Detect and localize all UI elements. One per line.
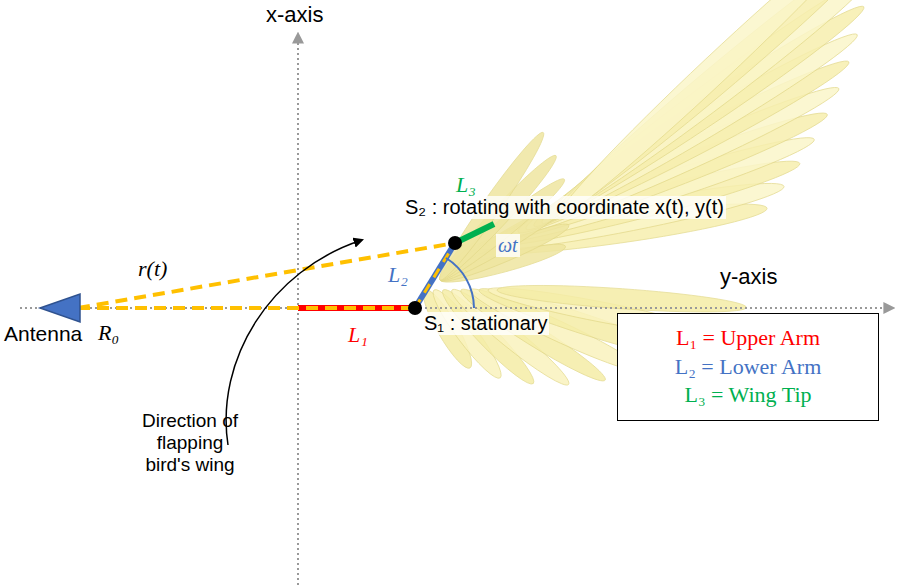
range-line: [415, 243, 455, 308]
diagram-label: Direction of flapping bird's wing: [134, 410, 246, 476]
direction-arrow: [226, 240, 362, 445]
legend-entry: L₁ = Upper Arm: [618, 324, 878, 353]
antenna-symbol: [40, 294, 80, 322]
diagram-label: y-axis: [720, 264, 777, 289]
lower-arm: [415, 243, 455, 308]
joint-dot: [408, 301, 422, 315]
diagram-label: Antenna: [4, 322, 82, 346]
diagram-label: L₂: [388, 262, 408, 287]
diagram-label: r(t): [138, 256, 167, 281]
diagram-label: x-axis: [266, 2, 323, 27]
diagram-label: ωt: [496, 234, 520, 257]
diagram-label: L₃: [456, 172, 476, 197]
range-line: [78, 306, 415, 310]
diagram-label: S₂ : rotating with coordinate x(t), y(t): [403, 196, 726, 219]
feather: [548, 0, 882, 227]
diagram-label: R₀: [98, 320, 119, 345]
diagram-label: S₁ : stationary: [422, 312, 549, 335]
legend-entry: L₂ = Lower Arm: [618, 353, 878, 382]
legend-box: L₁ = Upper ArmL₂ = Lower ArmL₃ = Wing Ti…: [617, 313, 879, 421]
joint-dot: [448, 236, 462, 250]
angle-arc: [446, 258, 474, 308]
y-axis-line: [20, 307, 893, 309]
diagram-label: L₁: [348, 322, 368, 347]
legend-entry: L₃ = Wing Tip: [618, 381, 878, 410]
range-line: [78, 243, 455, 308]
